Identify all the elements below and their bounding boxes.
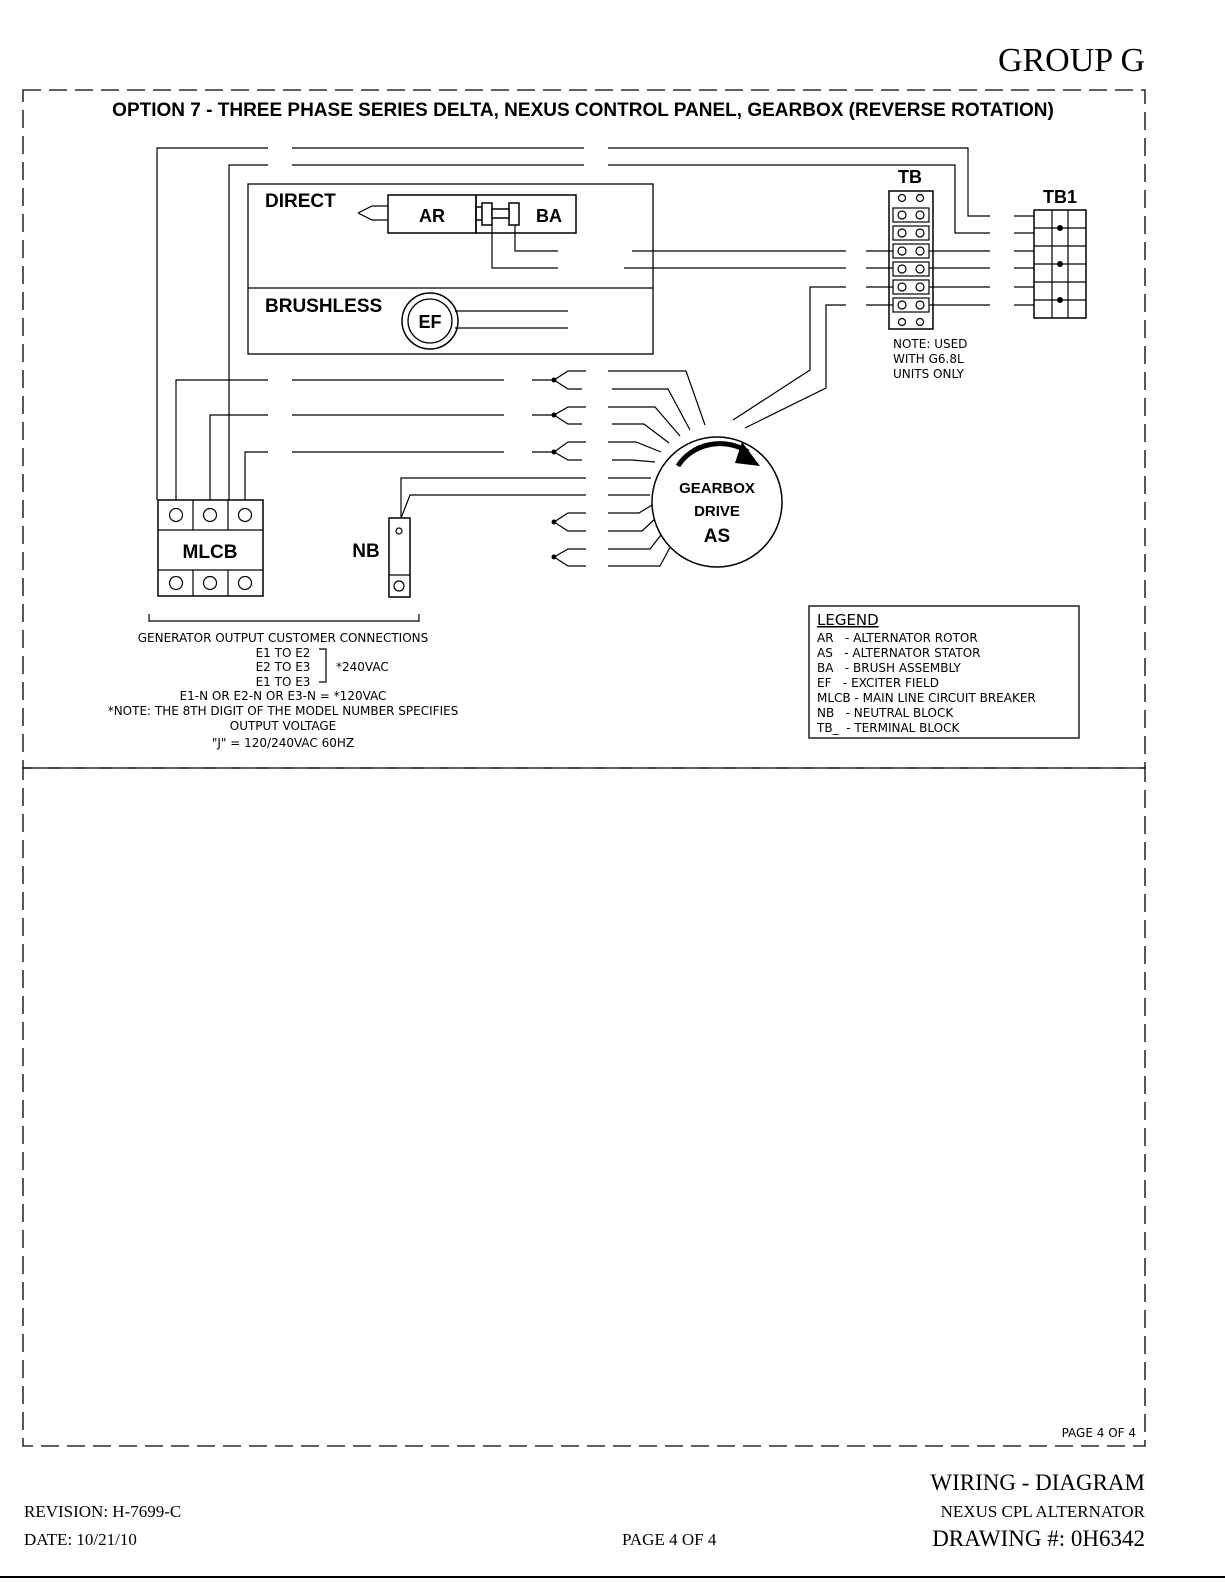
ef-label: EF bbox=[418, 312, 441, 332]
cc-note: *NOTE: THE 8TH DIGIT OF THE MODEL NUMBER… bbox=[108, 704, 459, 718]
wire-n3 bbox=[175, 379, 504, 500]
ef-outer bbox=[401, 292, 459, 350]
ar-box bbox=[387, 194, 477, 234]
mlcb-block bbox=[157, 499, 264, 597]
tb-note-2: WITH G6.8L bbox=[893, 352, 964, 366]
diagram-title: OPTION 7 - THREE PHASE SERIES DELTA, NEX… bbox=[112, 100, 1054, 121]
legend-title: LEGEND bbox=[817, 611, 879, 629]
ef-leads bbox=[455, 310, 568, 329]
brushless-label: BRUSHLESS bbox=[265, 296, 382, 317]
nb-block bbox=[388, 517, 411, 598]
drawing-number: DRAWING #: 0H6342 bbox=[932, 1526, 1145, 1551]
direct-to-tb bbox=[624, 250, 846, 269]
drawing-title: WIRING - DIAGRAM bbox=[930, 1470, 1145, 1495]
drive-label: DRIVE bbox=[694, 503, 740, 520]
gearbox-drive bbox=[651, 436, 783, 568]
wire-n1 bbox=[244, 451, 504, 500]
tb-note-3: UNITS ONLY bbox=[893, 367, 965, 381]
cc-e2-e3: E2 TO E3 bbox=[256, 660, 311, 674]
lower-frame bbox=[22, 767, 1146, 1447]
bottom-rule bbox=[0, 1576, 1225, 1578]
legend-item-as: AS - ALTERNATOR STATOR bbox=[817, 646, 981, 660]
legend-item-ar: AR - ALTERNATOR ROTOR bbox=[817, 631, 978, 645]
wire-sb bbox=[228, 164, 990, 500]
group-heading: GROUP G bbox=[997, 42, 1145, 79]
cc-j-code: "J" = 120/240VAC 60HZ bbox=[212, 736, 354, 750]
joined-splices bbox=[553, 512, 586, 567]
legend-item-nb: NB - NEUTRAL BLOCK bbox=[817, 706, 954, 720]
cc-output-voltage: OUTPUT VOLTAGE bbox=[230, 719, 336, 733]
wire-n2 bbox=[209, 414, 504, 500]
as-label: AS bbox=[704, 526, 730, 547]
drawing-subtitle: NEXUS CPL ALTERNATOR bbox=[940, 1502, 1145, 1521]
gearbox-label: GEARBOX bbox=[679, 480, 755, 497]
revision: REVISION: H-7699-C bbox=[24, 1502, 182, 1521]
upper-frame bbox=[22, 89, 1146, 769]
rotation-arrow bbox=[675, 441, 750, 468]
legend-item-tb: TB_ - TERMINAL BLOCK bbox=[816, 721, 960, 735]
cc-240vac: *240VAC bbox=[336, 660, 389, 674]
cc-heading: GENERATOR OUTPUT CUSTOMER CONNECTIONS bbox=[138, 631, 429, 645]
page-number: PAGE 4 OF 4 bbox=[622, 1530, 717, 1549]
rotor-shaft bbox=[357, 205, 388, 221]
ba-leads bbox=[491, 225, 558, 269]
cc-bracket bbox=[319, 648, 327, 683]
cc-120vac: E1-N OR E2-N OR E3-N = *120VAC bbox=[180, 689, 387, 703]
ar-label: AR bbox=[419, 206, 445, 226]
cc-e1-e2: E1 TO E2 bbox=[256, 646, 311, 660]
excitation-panel bbox=[247, 183, 654, 355]
nb-label: NB bbox=[352, 541, 379, 562]
legend-item-ba: BA - BRUSH ASSEMBLY bbox=[817, 661, 962, 675]
direct-label: DIRECT bbox=[265, 191, 336, 212]
tb-label: TB bbox=[898, 167, 922, 187]
inner-page-number: PAGE 4 OF 4 bbox=[1062, 1426, 1136, 1440]
ba-box bbox=[475, 194, 577, 234]
output-bracket bbox=[148, 614, 420, 622]
tb-block bbox=[888, 190, 934, 330]
stator-leads bbox=[608, 370, 706, 567]
neutral-splices bbox=[532, 370, 586, 461]
tb-left-leads bbox=[866, 250, 893, 306]
nb-leads bbox=[397, 477, 586, 530]
tb1-label: TB1 bbox=[1043, 187, 1077, 207]
wire-sa bbox=[156, 147, 990, 500]
cc-e1-e3: E1 TO E3 bbox=[256, 675, 311, 689]
ba-label: BA bbox=[536, 206, 562, 226]
mlcb-label: MLCB bbox=[183, 542, 238, 563]
wires-2-6-to-stator bbox=[732, 286, 846, 429]
legend-item-mlcb: MLCB - MAIN LINE CIRCUIT BREAKER bbox=[817, 691, 1036, 705]
legend-box bbox=[808, 605, 1080, 739]
tb-note-1: NOTE: USED bbox=[893, 337, 967, 351]
date: DATE: 10/21/10 bbox=[24, 1530, 137, 1549]
tb-to-tb1 bbox=[929, 250, 990, 306]
legend-item-ef: EF - EXCITER FIELD bbox=[817, 676, 939, 690]
